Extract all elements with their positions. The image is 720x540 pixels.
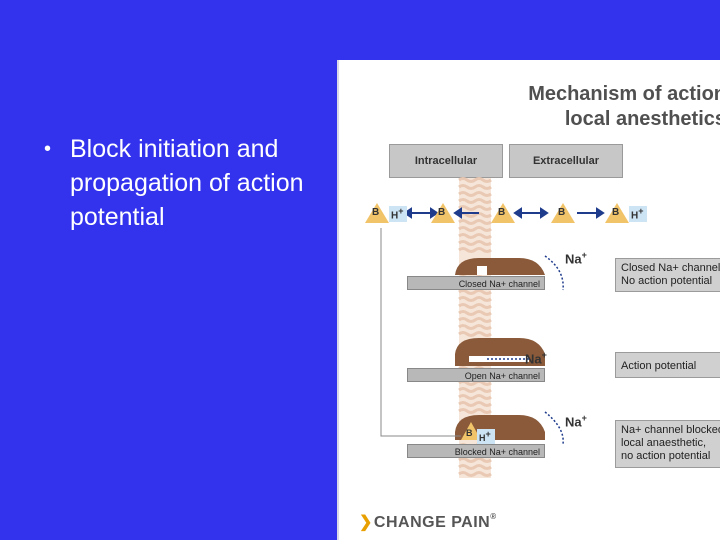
sodium-ion-2-symbol: Na (525, 351, 542, 367)
change-pain-logo: ❯CHANGE PAIN® (359, 512, 497, 532)
box-closed-channel: Closed Na+ channel No action potential (615, 258, 720, 292)
h-ion-blocked-letter: H (479, 433, 486, 443)
lipid-row (458, 198, 492, 204)
sodium-ion-3: Na+ (565, 413, 587, 429)
molecule-b-blocked: B (466, 428, 473, 438)
lipid-row (458, 310, 492, 316)
lipid-row (458, 289, 492, 295)
logo-chevron-icon: ❯ (359, 514, 373, 531)
lipid-row (458, 303, 492, 309)
bullet-text: Block initiation and propagation of acti… (70, 135, 304, 231)
label-closed-channel: Closed Na+ channel (407, 276, 545, 290)
molecule-b-5: B (612, 207, 620, 218)
molecule-b-2: B (438, 207, 446, 218)
label-blocked-channel: Blocked Na+ channel (407, 444, 545, 458)
molecule-b-3: B (498, 207, 506, 218)
lipid-row (458, 205, 492, 211)
lipid-row (458, 219, 492, 225)
sodium-curve-arrows (544, 255, 564, 445)
box-closed-line2: No action potential (621, 275, 713, 287)
lipid-row (458, 191, 492, 197)
sodium-ion-1-charge: + (581, 250, 587, 260)
sodium-ion-1-symbol: Na (565, 251, 582, 267)
lipid-row (458, 184, 492, 190)
lipid-row (458, 408, 492, 414)
blocked-channel-shape (455, 415, 545, 440)
lipid-row (458, 240, 492, 246)
lipid-row (458, 317, 492, 323)
lipid-row (458, 233, 492, 239)
sodium-ion-2-charge: + (541, 350, 547, 360)
equilibrium-arrows (403, 207, 605, 219)
mechanism-figure: Mechanism of action local anesthetics In… (337, 60, 720, 540)
box-blocked-line2: local anaesthetic, (621, 437, 706, 449)
lipid-row (458, 394, 492, 400)
molecule-b-4: B (558, 207, 566, 218)
molecule-triangles (365, 203, 629, 440)
h-ion-1-letter: H (391, 210, 399, 222)
logo-registered-mark: ® (490, 512, 497, 521)
sodium-ion-3-charge: + (581, 413, 587, 423)
box-blocked-channel: Na+ channel blocked by local anaesthetic… (615, 420, 720, 468)
lipid-row (458, 401, 492, 407)
box-closed-line1: Closed Na+ channel (621, 262, 720, 274)
figure-title: Mechanism of action local anesthetics (466, 82, 720, 132)
label-open-channel: Open Na+ channel (407, 368, 545, 382)
sodium-ion-2: Na+ (525, 350, 547, 366)
lipid-row (458, 324, 492, 330)
h-ion-boxes (389, 206, 647, 445)
header-extracellular: Extracellular (509, 144, 623, 178)
h-ion-2-charge: + (638, 206, 644, 216)
box-action-potential: Action potential (615, 352, 720, 378)
figure-title-line1: Mechanism of action (528, 83, 720, 105)
lipid-row (458, 464, 492, 470)
box-blocked-line1: Na+ channel blocked by (621, 424, 720, 436)
box-blocked-line3: no action potential (621, 450, 711, 462)
lipid-row (458, 457, 492, 463)
figure-title-line2: local anesthetics (564, 108, 720, 130)
bullet-marker: • (44, 138, 52, 160)
header-intracellular: Intracellular (389, 144, 503, 178)
sodium-ion-1: Na+ (565, 250, 587, 266)
lipid-row (458, 177, 492, 183)
membrane-diagram (365, 177, 647, 478)
h-ion-blocked-charge: + (485, 429, 491, 439)
box-action-line: Action potential (621, 360, 697, 372)
h-ion-1: H+ (391, 206, 404, 221)
h-ion-2: H+ (631, 206, 644, 221)
lipid-row (458, 247, 492, 253)
lipid-row (458, 471, 492, 477)
h-ion-blocked: H+ (479, 429, 491, 443)
lipid-row (458, 387, 492, 393)
lipid-row (458, 331, 492, 337)
h-ion-1-charge: + (398, 206, 404, 216)
logo-text: CHANGE PAIN (373, 514, 491, 531)
h-ion-2-letter: H (631, 210, 639, 222)
molecule-b-1: B (372, 207, 380, 218)
lipid-row (458, 226, 492, 232)
lipid-row (458, 296, 492, 302)
sodium-ion-3-symbol: Na (565, 414, 582, 430)
blocker-path-line (380, 228, 461, 437)
closed-channel-shape (455, 258, 545, 275)
